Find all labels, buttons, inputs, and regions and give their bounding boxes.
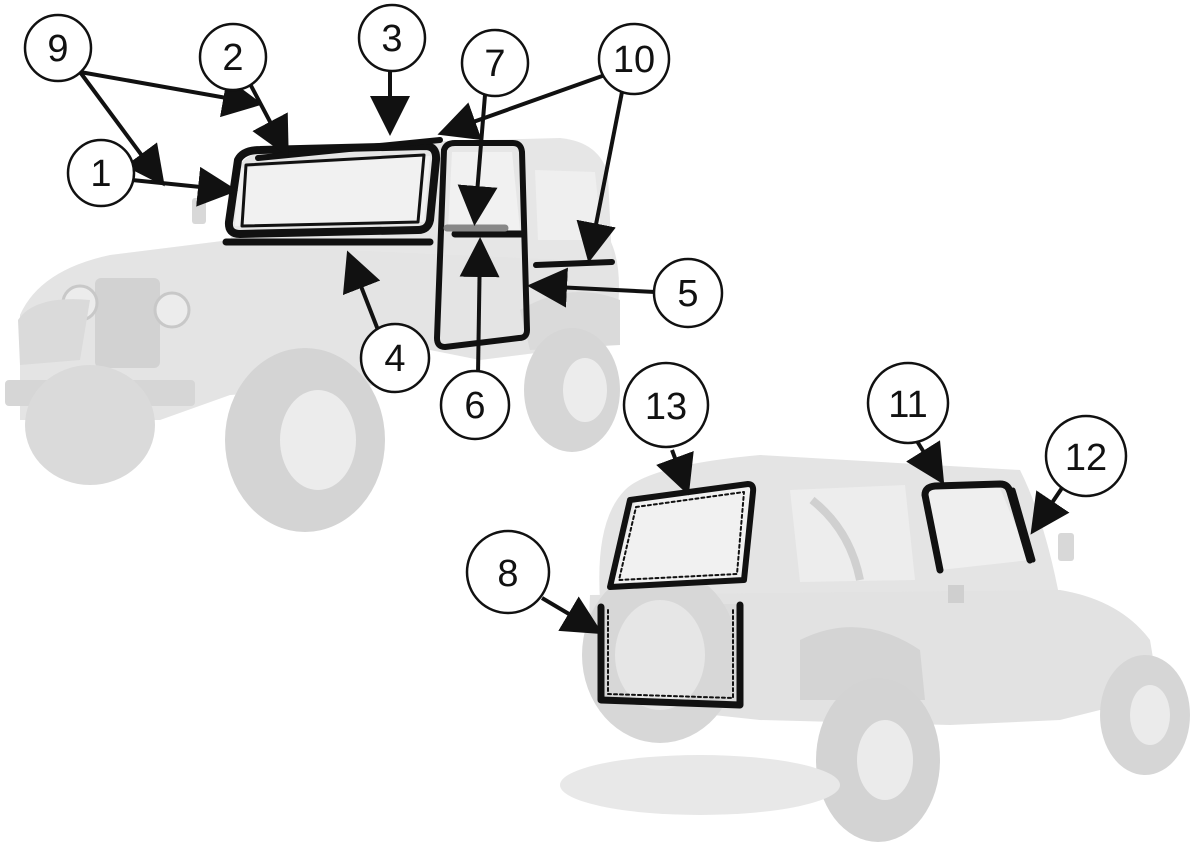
leader-13 [656,449,694,496]
windshield-inner-seal [240,153,426,228]
callout-label: 13 [645,386,687,428]
callout-label: 2 [222,37,243,79]
rear-jeep-illustration [560,455,1190,842]
callout-13: 13 [622,361,710,449]
rear-window-seal [607,481,757,590]
front-jeep-illustration [5,138,620,532]
rear-jeep-seals [597,480,1036,709]
front-jeep-windshield-glass [235,156,430,226]
callout-8: 8 [465,529,551,615]
rear-side-belt-seal [533,259,615,268]
callout-label: 11 [888,384,927,426]
callout-4: 4 [359,322,431,394]
rear-jeep-door-window [925,488,1030,570]
callout-7: 7 [460,28,530,98]
front-jeep-grille [95,278,160,368]
pillar-seal [1010,487,1036,563]
front-jeep-front-wheel [225,348,385,532]
front-jeep-rear-wheel [524,328,620,452]
rear-jeep-side-window [790,485,915,582]
leader-1 [131,166,238,207]
front-jeep-body [20,240,619,420]
leader-9-b [78,70,165,187]
door-perimeter-seal [434,140,530,350]
front-jeep-side-window [535,170,602,240]
leader-2 [246,79,289,158]
callouts: 9 2 3 7 10 1 5 4 [23,3,1128,615]
callout-11: 11 [866,361,950,445]
callout-label: 7 [484,43,505,85]
door-frame-seal-rear-view [921,480,1034,574]
front-jeep-headlight-right [153,291,191,329]
callout-5: 5 [652,257,724,329]
rear-jeep-spare-tire [582,567,738,743]
leader-9-a [79,70,263,118]
leader-8 [540,596,603,635]
leader-7 [457,94,498,226]
leader-12 [1030,486,1070,535]
callout-6: 6 [439,369,511,441]
rear-jeep-mirror [1058,533,1074,561]
callout-label: 4 [384,338,405,380]
callout-label: 8 [497,553,518,595]
callout-9: 9 [23,13,93,83]
tailgate-inner-seal [607,609,734,699]
rear-jeep-door-handle [948,585,964,603]
callout-label: 1 [90,153,111,195]
callout-1: 1 [66,138,136,208]
front-jeep-mirror [192,198,206,224]
rear-jeep-front-wheel [1100,655,1190,775]
leader-5 [527,267,656,308]
rear-window-inner-seal [618,491,745,581]
leader-11 [906,436,945,485]
callout-label: 5 [677,273,698,315]
front-jeep-fender [18,299,90,365]
callout-label: 6 [464,385,485,427]
callout-12: 12 [1044,414,1128,498]
tailgate-seal [597,601,744,709]
rear-jeep-rear-wheel [816,678,940,842]
callout-2: 2 [198,22,268,92]
callout-3: 3 [357,3,427,73]
leader-6 [459,237,500,376]
callout-label: 12 [1065,437,1107,479]
front-jeep-door-window [448,152,520,230]
callout-label: 10 [613,39,655,81]
leader-lines [78,70,1070,635]
leader-10-a [437,73,606,141]
callout-10: 10 [597,22,671,96]
rear-jeep-shadow [560,755,840,815]
leader-10-b [576,91,624,263]
leader-4 [342,250,381,331]
rear-jeep-rear-window [612,482,752,585]
callout-label: 3 [381,18,402,60]
front-jeep-left-wheel [25,365,155,485]
rear-jeep-roll-bar [809,496,864,581]
callout-label: 9 [47,28,68,70]
